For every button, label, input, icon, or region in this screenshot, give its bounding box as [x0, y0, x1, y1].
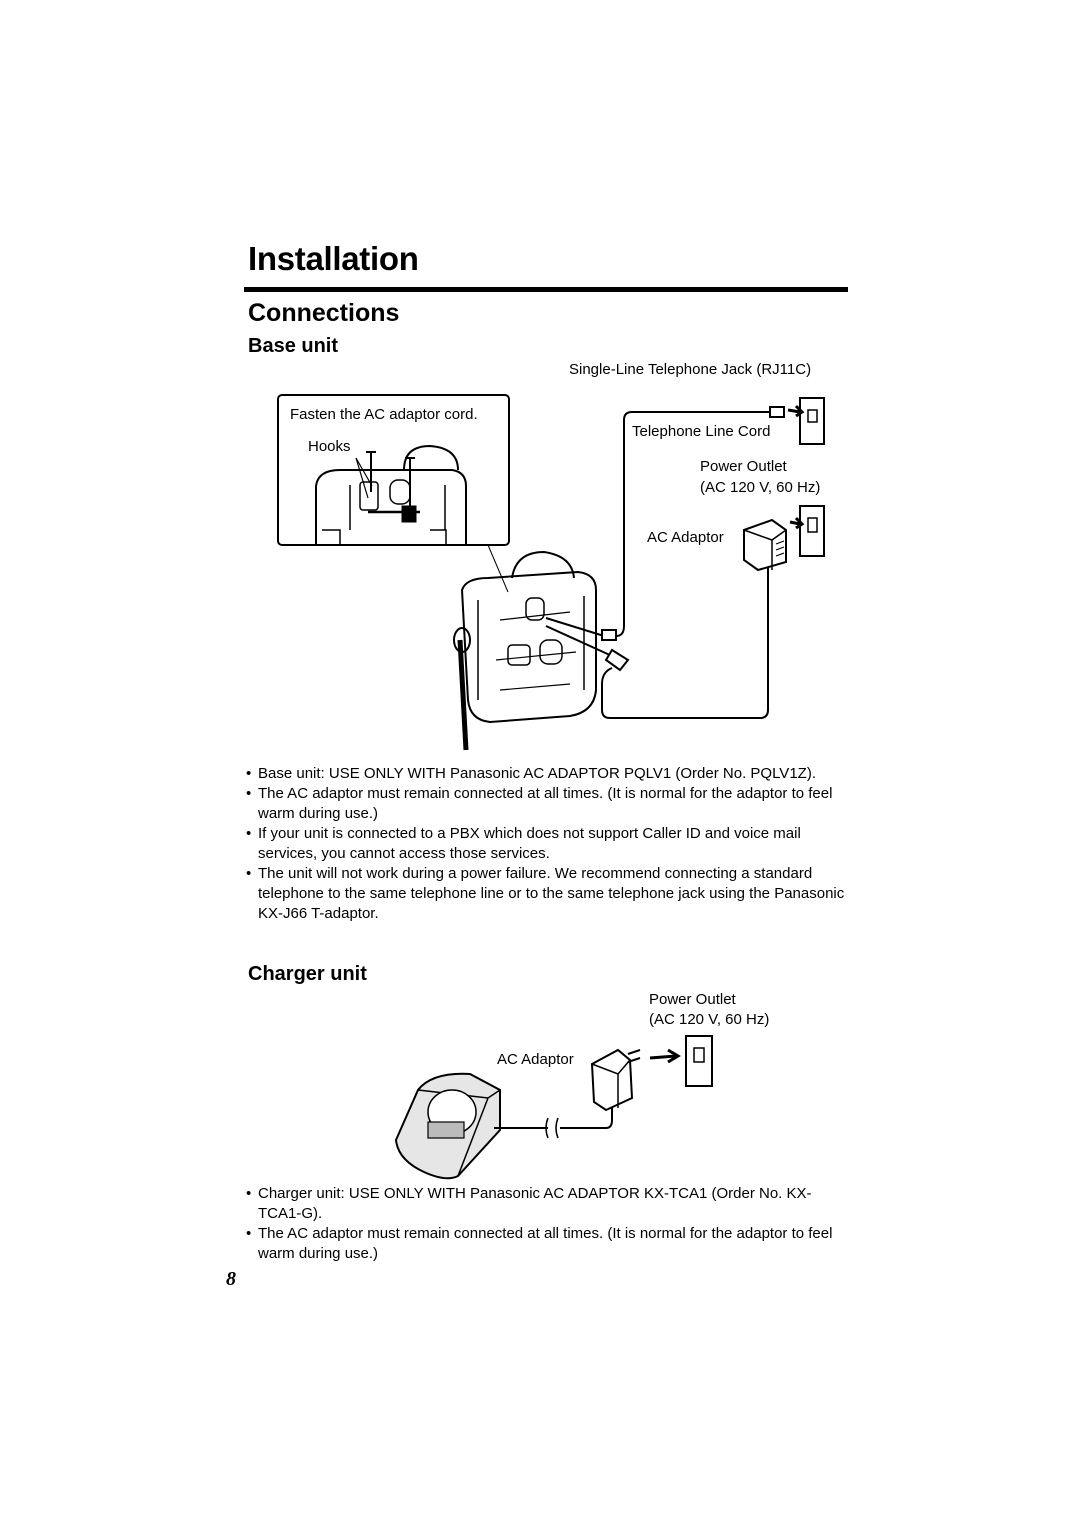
charger-unit-notes: Charger unit: USE ONLY WITH Panasonic AC…	[246, 1184, 850, 1264]
ac-adaptor	[743, 518, 787, 572]
base-unit-notes: Base unit: USE ONLY WITH Panasonic AC AD…	[246, 764, 850, 924]
label-telephone-jack: Single-Line Telephone Jack (RJ11C)	[569, 361, 812, 378]
title-rule	[244, 287, 848, 292]
charger-ac-adaptor	[590, 1048, 634, 1112]
subheading-base-unit: Base unit	[248, 335, 339, 357]
label-telephone-line-cord: Telephone Line Cord	[632, 423, 771, 440]
base-unit-body	[460, 570, 597, 724]
subheading-charger-unit: Charger unit	[248, 963, 367, 985]
charger-label-ac-adaptor: AC Adaptor	[497, 1051, 574, 1068]
inset-base-outline	[315, 469, 467, 545]
page-number: 8	[226, 1268, 236, 1290]
ac-adaptor-cord	[601, 566, 769, 719]
list-item: The unit will not work during a power fa…	[246, 864, 850, 924]
label-power-outlet: Power Outlet	[700, 458, 787, 475]
label-fasten-cord: Fasten the AC adaptor cord.	[290, 406, 478, 423]
telephone-line-cord	[615, 411, 770, 637]
charger-power-outlet-plate	[685, 1035, 713, 1087]
charger-label-power-outlet: Power Outlet	[649, 991, 736, 1008]
list-item: The AC adaptor must remain connected at …	[246, 784, 850, 824]
label-hooks: Hooks	[308, 438, 351, 455]
label-power-spec: (AC 120 V, 60 Hz)	[700, 479, 821, 496]
charger-cord	[494, 1108, 613, 1129]
charger-label-power-spec: (AC 120 V, 60 Hz)	[649, 1011, 770, 1028]
power-outlet-plate	[799, 505, 825, 557]
list-item: Charger unit: USE ONLY WITH Panasonic AC…	[246, 1184, 850, 1224]
page-title: Installation	[248, 240, 419, 277]
hooks-pointer	[355, 457, 373, 499]
antenna	[457, 639, 469, 751]
phone-jack-plate	[799, 397, 825, 445]
list-item: If your unit is connected to a PBX which…	[246, 824, 850, 864]
label-ac-adaptor: AC Adaptor	[647, 529, 724, 546]
inset-box	[277, 394, 510, 546]
list-item: Base unit: USE ONLY WITH Panasonic AC AD…	[246, 764, 850, 784]
list-item: The AC adaptor must remain connected at …	[246, 1224, 850, 1264]
section-heading-connections: Connections	[248, 299, 400, 327]
